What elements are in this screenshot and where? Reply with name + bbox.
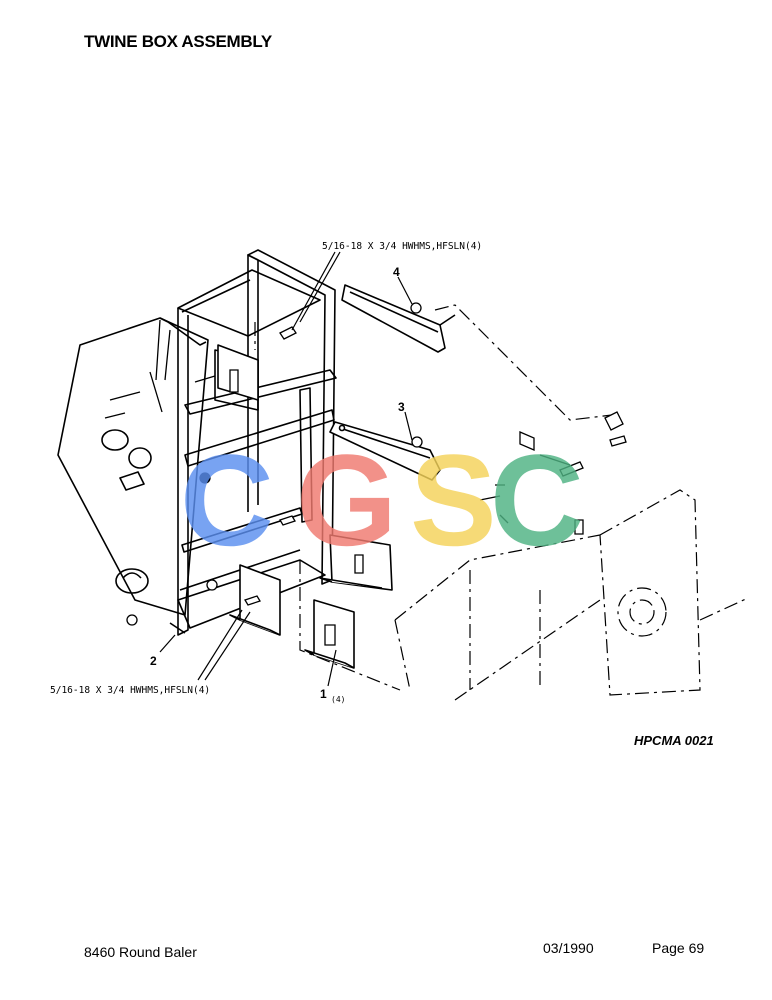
- callout-item-2: 2: [150, 654, 157, 668]
- watermark-letter-c2: C: [490, 427, 584, 573]
- linkage-parts: [479, 411, 627, 535]
- footer-date: 03/1990: [543, 940, 594, 956]
- callout-item-3: 3: [398, 400, 405, 414]
- watermark-letter-c1: C: [180, 427, 274, 573]
- watermark-letter-g: G: [296, 427, 397, 573]
- callout-item-1: 1: [320, 687, 327, 701]
- cgsc-watermark: C G S C: [180, 427, 584, 573]
- hardware-bolts: [104, 302, 423, 646]
- watermark-letter-s: S: [410, 427, 497, 573]
- callout-item-1-qty: (4): [331, 695, 345, 704]
- page-title: TWINE BOX ASSEMBLY: [84, 32, 272, 51]
- figure-id: HPCMA 0021: [634, 733, 714, 748]
- callout-top-hardware: 5/16-18 X 3/4 HWHMS,HFSLN(4): [322, 241, 482, 252]
- callout-bottom-hardware: 5/16-18 X 3/4 HWHMS,HFSLN(4): [50, 685, 210, 696]
- leader-lines: [159, 251, 413, 687]
- footer-page: Page 69: [652, 940, 705, 956]
- upper-bracket: [341, 284, 456, 353]
- callout-item-4: 4: [393, 265, 400, 279]
- baler-side-panel-phantom: [254, 304, 749, 701]
- footer-model: 8460 Round Baler: [84, 944, 197, 960]
